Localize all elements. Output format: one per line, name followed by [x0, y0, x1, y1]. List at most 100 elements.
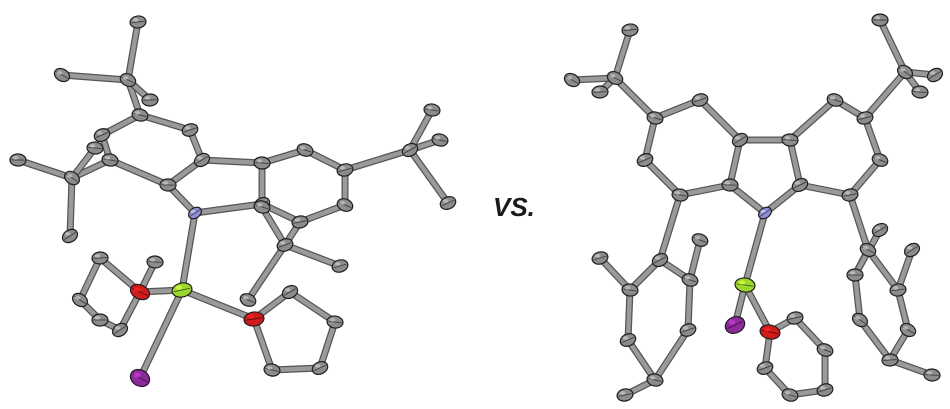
atom-highlight [196, 156, 203, 160]
atom-axis [88, 146, 102, 150]
atom-highlight [122, 76, 129, 80]
atom-axis [653, 256, 667, 264]
bond [787, 137, 803, 188]
atom-highlight [819, 386, 826, 390]
atom-axis [103, 158, 117, 162]
atom-axis [593, 255, 607, 261]
atom-highlight [114, 326, 121, 330]
atom-highlight [12, 156, 19, 160]
atom-highlight [66, 174, 73, 178]
atom-highlight [609, 74, 616, 78]
atom-highlight [162, 181, 169, 185]
atom-axis [673, 193, 687, 197]
atom-axis [788, 316, 802, 320]
atom-highlight [844, 191, 851, 195]
atom-axis [93, 257, 107, 259]
atom-highlight [619, 391, 626, 395]
atom-highlight [132, 18, 139, 22]
atom-highlight [434, 136, 441, 140]
atom-highlight [819, 346, 826, 350]
atom-axis [278, 242, 292, 248]
bond [107, 157, 171, 188]
atom-axis [328, 320, 342, 324]
atom-highlight [149, 258, 156, 262]
bond [852, 272, 863, 323]
atom-highlight [849, 271, 856, 275]
bond [797, 182, 853, 198]
atom-highlight [96, 131, 103, 135]
atom-highlight [279, 241, 286, 245]
atom-highlight [144, 96, 151, 100]
atom-highlight [56, 71, 63, 75]
bond [179, 287, 257, 322]
bond [742, 282, 773, 335]
atom-highlight [624, 26, 631, 30]
atom-highlight [724, 181, 731, 185]
atom-axis [758, 365, 772, 371]
bond [857, 317, 893, 363]
atom-axis [913, 90, 927, 94]
atom-highlight [256, 203, 263, 207]
atom-highlight [566, 76, 573, 80]
bond [287, 289, 338, 325]
atom-axis [681, 327, 695, 333]
atom-highlight [892, 286, 899, 290]
atom-highlight [862, 246, 869, 250]
atom-highlight [738, 280, 746, 285]
atom-axis [693, 97, 707, 103]
atom-highlight [929, 71, 936, 75]
bond [612, 27, 633, 81]
atom-axis [148, 261, 162, 263]
atom-axis [621, 336, 635, 344]
atom-highlight [624, 286, 631, 290]
bond [137, 112, 193, 133]
atom-highlight [104, 156, 111, 160]
atom-highlight [190, 209, 196, 213]
atom-axis [925, 374, 939, 376]
bond [612, 75, 658, 121]
atom-highlight [64, 232, 71, 236]
bond [137, 287, 185, 381]
atom-highlight [175, 285, 183, 290]
atom-axis [783, 138, 797, 142]
right-structure [563, 13, 944, 402]
bond [317, 319, 338, 371]
atom-axis [143, 99, 157, 101]
bond [245, 242, 288, 303]
atom-axis [623, 288, 637, 292]
atom-highlight [133, 287, 141, 292]
bond [251, 316, 275, 373]
atom-highlight [760, 209, 766, 213]
atom-axis [593, 91, 607, 93]
bond [59, 72, 131, 83]
atom-highlight [299, 146, 306, 150]
atom-highlight [874, 226, 881, 230]
atom-highlight [339, 166, 346, 170]
bond [677, 182, 733, 198]
atom-highlight [242, 296, 249, 300]
atom-highlight [694, 96, 701, 100]
atom-axis [114, 325, 126, 335]
bond [625, 287, 633, 343]
atom-axis [313, 364, 327, 372]
atom-axis [733, 136, 747, 144]
atom-axis [173, 287, 191, 293]
bond [342, 147, 413, 173]
bond [687, 237, 703, 283]
atom-highlight [899, 68, 906, 72]
bond [862, 115, 883, 163]
atom-axis [736, 283, 754, 287]
atom-axis [891, 288, 905, 292]
bond [642, 157, 683, 198]
bond [179, 210, 198, 293]
bond [847, 192, 871, 253]
bond [697, 97, 743, 143]
atom-highlight [639, 156, 646, 160]
bond [625, 337, 658, 383]
atom-highlight [256, 159, 263, 163]
atom-axis [95, 131, 109, 139]
atom-highlight [926, 371, 933, 375]
bond [199, 157, 265, 166]
atom-axis [283, 288, 297, 296]
